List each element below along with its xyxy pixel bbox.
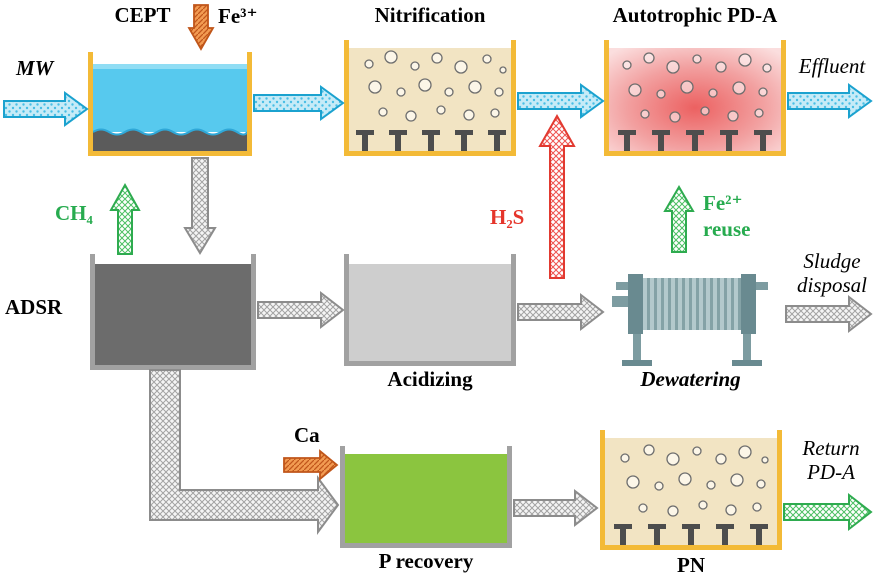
cept-label: CEPT [114,3,171,27]
return-pda-label: Return PD-A [802,436,860,484]
dewatering-filter-press [612,274,768,366]
press-ram [612,296,629,307]
aeration-diffusers [356,130,506,151]
pda-tank-contents [609,48,781,151]
mw-label: MW [16,56,54,80]
adsr-tank [90,254,256,370]
cept-tank-contents [93,64,247,151]
press-left-leg [633,334,641,360]
nitrification-to-pda-arrow [517,83,605,119]
p-recovery-label: P recovery [378,549,474,573]
nitrification-tank [344,40,516,156]
effluent-arrow [787,83,873,119]
bubbles [620,444,769,517]
cept-sediment-waves [93,128,247,136]
fe3-label: Fe³⁺ [218,4,258,28]
cept-water [93,64,247,132]
fe3-dosing-arrow [187,4,215,51]
pn-tank-contents [605,438,777,545]
press-right-end-plate [741,274,756,334]
press-right-leg [743,334,751,360]
sludge-disposal-label: Sludge disposal [796,249,867,297]
ch4-label: CH₄ [55,201,93,225]
cept-sediment [93,129,247,151]
effluent-label: Effluent [798,54,866,78]
adsr-to-acidizing-arrow [257,290,345,330]
acidizing-tank [344,254,516,366]
ca-label: Ca [294,423,320,447]
dewatering-label: Dewatering [640,367,741,391]
adsr-to-p-recovery-arrow [149,369,340,536]
h2s-to-nitrification-arrow [538,113,576,279]
aeration-diffusers [614,524,768,545]
cept-to-adsr-arrow [183,157,217,255]
press-left-foot [622,360,652,366]
p-recovery-tank [340,446,512,548]
acidizing-liquid [349,264,511,361]
acidizing-label: Acidizing [387,367,473,391]
pn-label: PN [677,553,705,577]
press-left-end-plate [628,274,643,334]
p-recovery-to-pn-arrow [513,488,599,528]
ch4-offgas-arrow [109,182,141,255]
bubbles [622,52,772,123]
fe2-label: Fe²⁺ [703,191,743,215]
ca-dosing-arrow [283,449,339,481]
adsr-sludge [95,264,251,365]
cept-to-nitrification-arrow [253,85,345,121]
acidizing-to-dewatering-arrow [517,292,605,332]
press-right-foot [732,360,762,366]
bubbles [364,50,507,122]
pn-tank [600,430,782,550]
autotrophic-pda-label: Autotrophic PD-A [612,3,778,27]
nitrification-label: Nitrification [374,3,486,27]
aeration-diffusers [618,130,772,151]
cept-tank [88,52,252,156]
press-plate-stack [643,278,741,330]
adsr-label: ADSR [5,295,63,319]
nitrification-tank-contents [349,48,511,151]
h2s-label: H₂S [490,205,525,229]
sludge-disposal-arrow [785,294,873,334]
cept-water-surface [93,64,247,69]
p-recovery-liquid [345,454,507,543]
mw-inflow-arrow [3,91,89,127]
pn-return-arrow [783,492,873,532]
fe2-reuse-label: reuse [703,217,751,241]
fe2-reuse-arrow [663,185,695,253]
autotrophic-pda-tank [604,40,786,156]
